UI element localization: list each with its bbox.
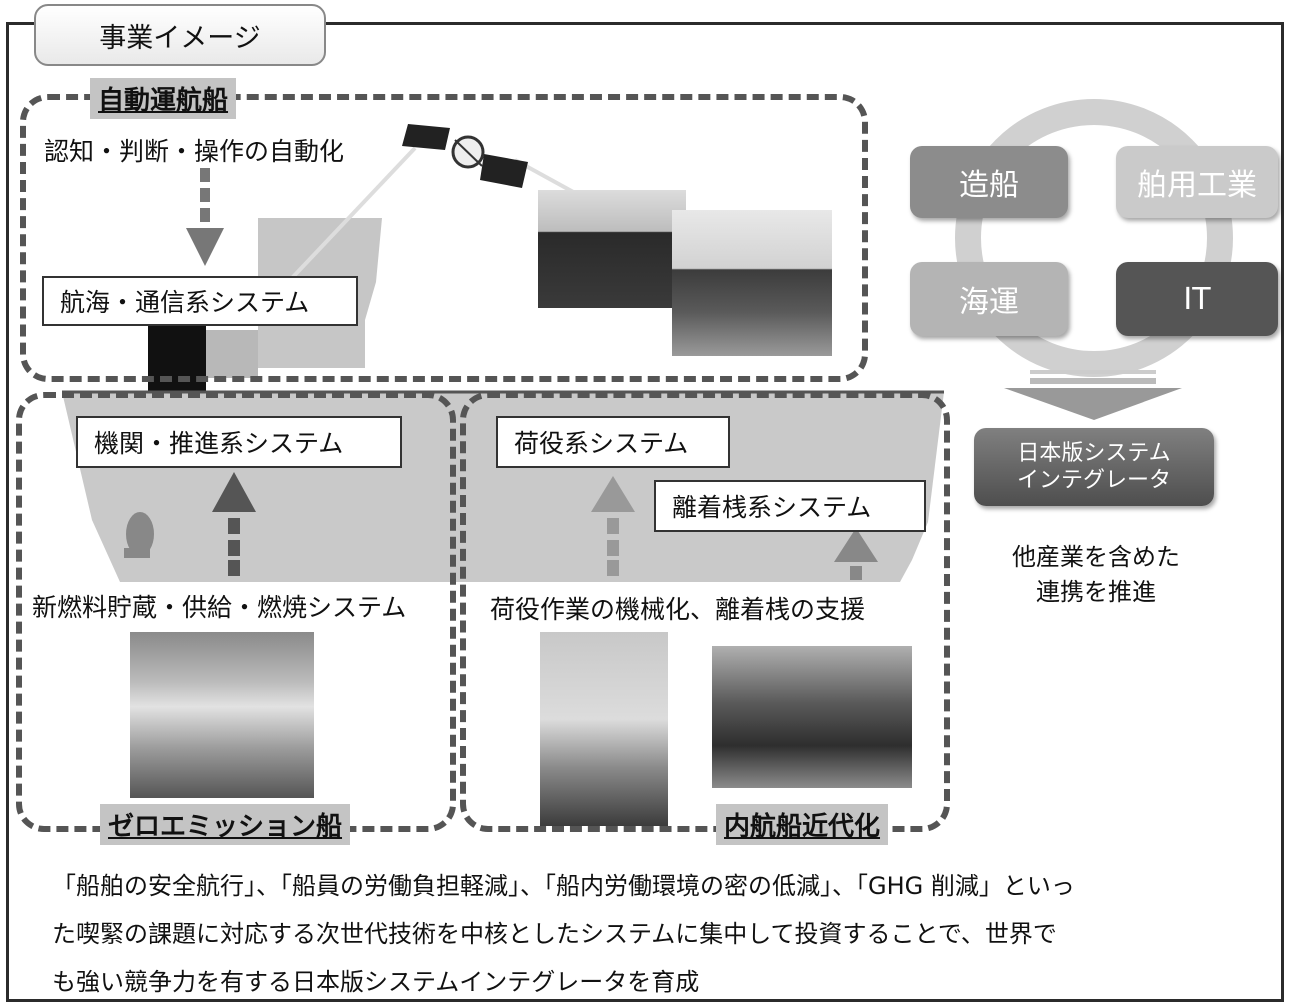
arrow-cargo bbox=[591, 476, 635, 576]
bridge-simulator-photo bbox=[538, 190, 686, 308]
zero-emission-label: ゼロエミッション船 bbox=[100, 804, 351, 845]
note-line-2: 連携を推進 bbox=[1036, 577, 1156, 606]
cargo-mechanization-text: 荷役作業の機械化、離着桟の支援 bbox=[490, 595, 866, 624]
arrow-berthing bbox=[834, 528, 878, 580]
autonomous-ship-label: 自動運航船 bbox=[90, 78, 237, 119]
fuel-tank-photo bbox=[130, 632, 314, 798]
coastal-modernization-label: 内航船近代化 bbox=[716, 804, 889, 845]
page-title: 事業イメージ bbox=[99, 22, 261, 54]
cycle-ring bbox=[955, 99, 1233, 377]
shipbuilding-pill: 造船 bbox=[910, 146, 1068, 218]
mooring-winch-photo bbox=[712, 646, 912, 788]
berthing-system-box: 離着桟系システム bbox=[654, 480, 926, 532]
control-room-photo bbox=[672, 210, 832, 356]
arrow-engine bbox=[212, 472, 256, 576]
it-pill: IT bbox=[1116, 262, 1278, 336]
engine-system-box: 機関・推進系システム bbox=[76, 416, 402, 468]
marine-equipment-pill: 舶用工業 bbox=[1116, 146, 1278, 218]
navigation-system-box: 航海・通信系システム bbox=[42, 276, 358, 326]
summary-line-3: も強い競争力を有する日本版システムインテグレータを育成 bbox=[52, 968, 700, 996]
outer-frame bbox=[6, 22, 1284, 1002]
propeller-icon bbox=[124, 512, 154, 558]
down-arrow-icon bbox=[1004, 370, 1182, 420]
ship-upper-deck-shape bbox=[200, 330, 258, 378]
crane-photo bbox=[540, 632, 668, 826]
new-fuel-text: 新燃料貯蔵・供給・燃焼システム bbox=[32, 593, 407, 622]
summary-line-2: た喫緊の課題に対応する次世代技術を中核としたシステムに集中して投資することで、世… bbox=[52, 920, 1057, 948]
summary-line-1: 「船舶の安全航行」、「船員の労働負担軽減」、「船内労働環境の密の低減」、「GHG… bbox=[52, 872, 1075, 900]
autonomous-ship-region bbox=[20, 94, 868, 382]
system-integrator-pill: 日本版システム インテグレータ bbox=[974, 428, 1214, 506]
arrow-autonomation bbox=[186, 168, 224, 266]
coastal-modernization-region bbox=[460, 392, 950, 832]
page-title-tab: 事業イメージ bbox=[34, 4, 326, 66]
shipping-pill: 海運 bbox=[910, 262, 1068, 336]
summary-paragraph: 「船舶の安全航行」、「船員の労働負担軽減」、「船内労働環境の密の低減」、「GHG… bbox=[52, 862, 1075, 1006]
automation-text: 認知・判断・操作の自動化 bbox=[44, 137, 345, 166]
cargo-system-box: 荷役系システム bbox=[496, 416, 730, 468]
note-line-1: 他産業を含めた bbox=[1012, 543, 1180, 571]
collaboration-note: 他産業を含めた 連携を推進 bbox=[996, 540, 1196, 610]
